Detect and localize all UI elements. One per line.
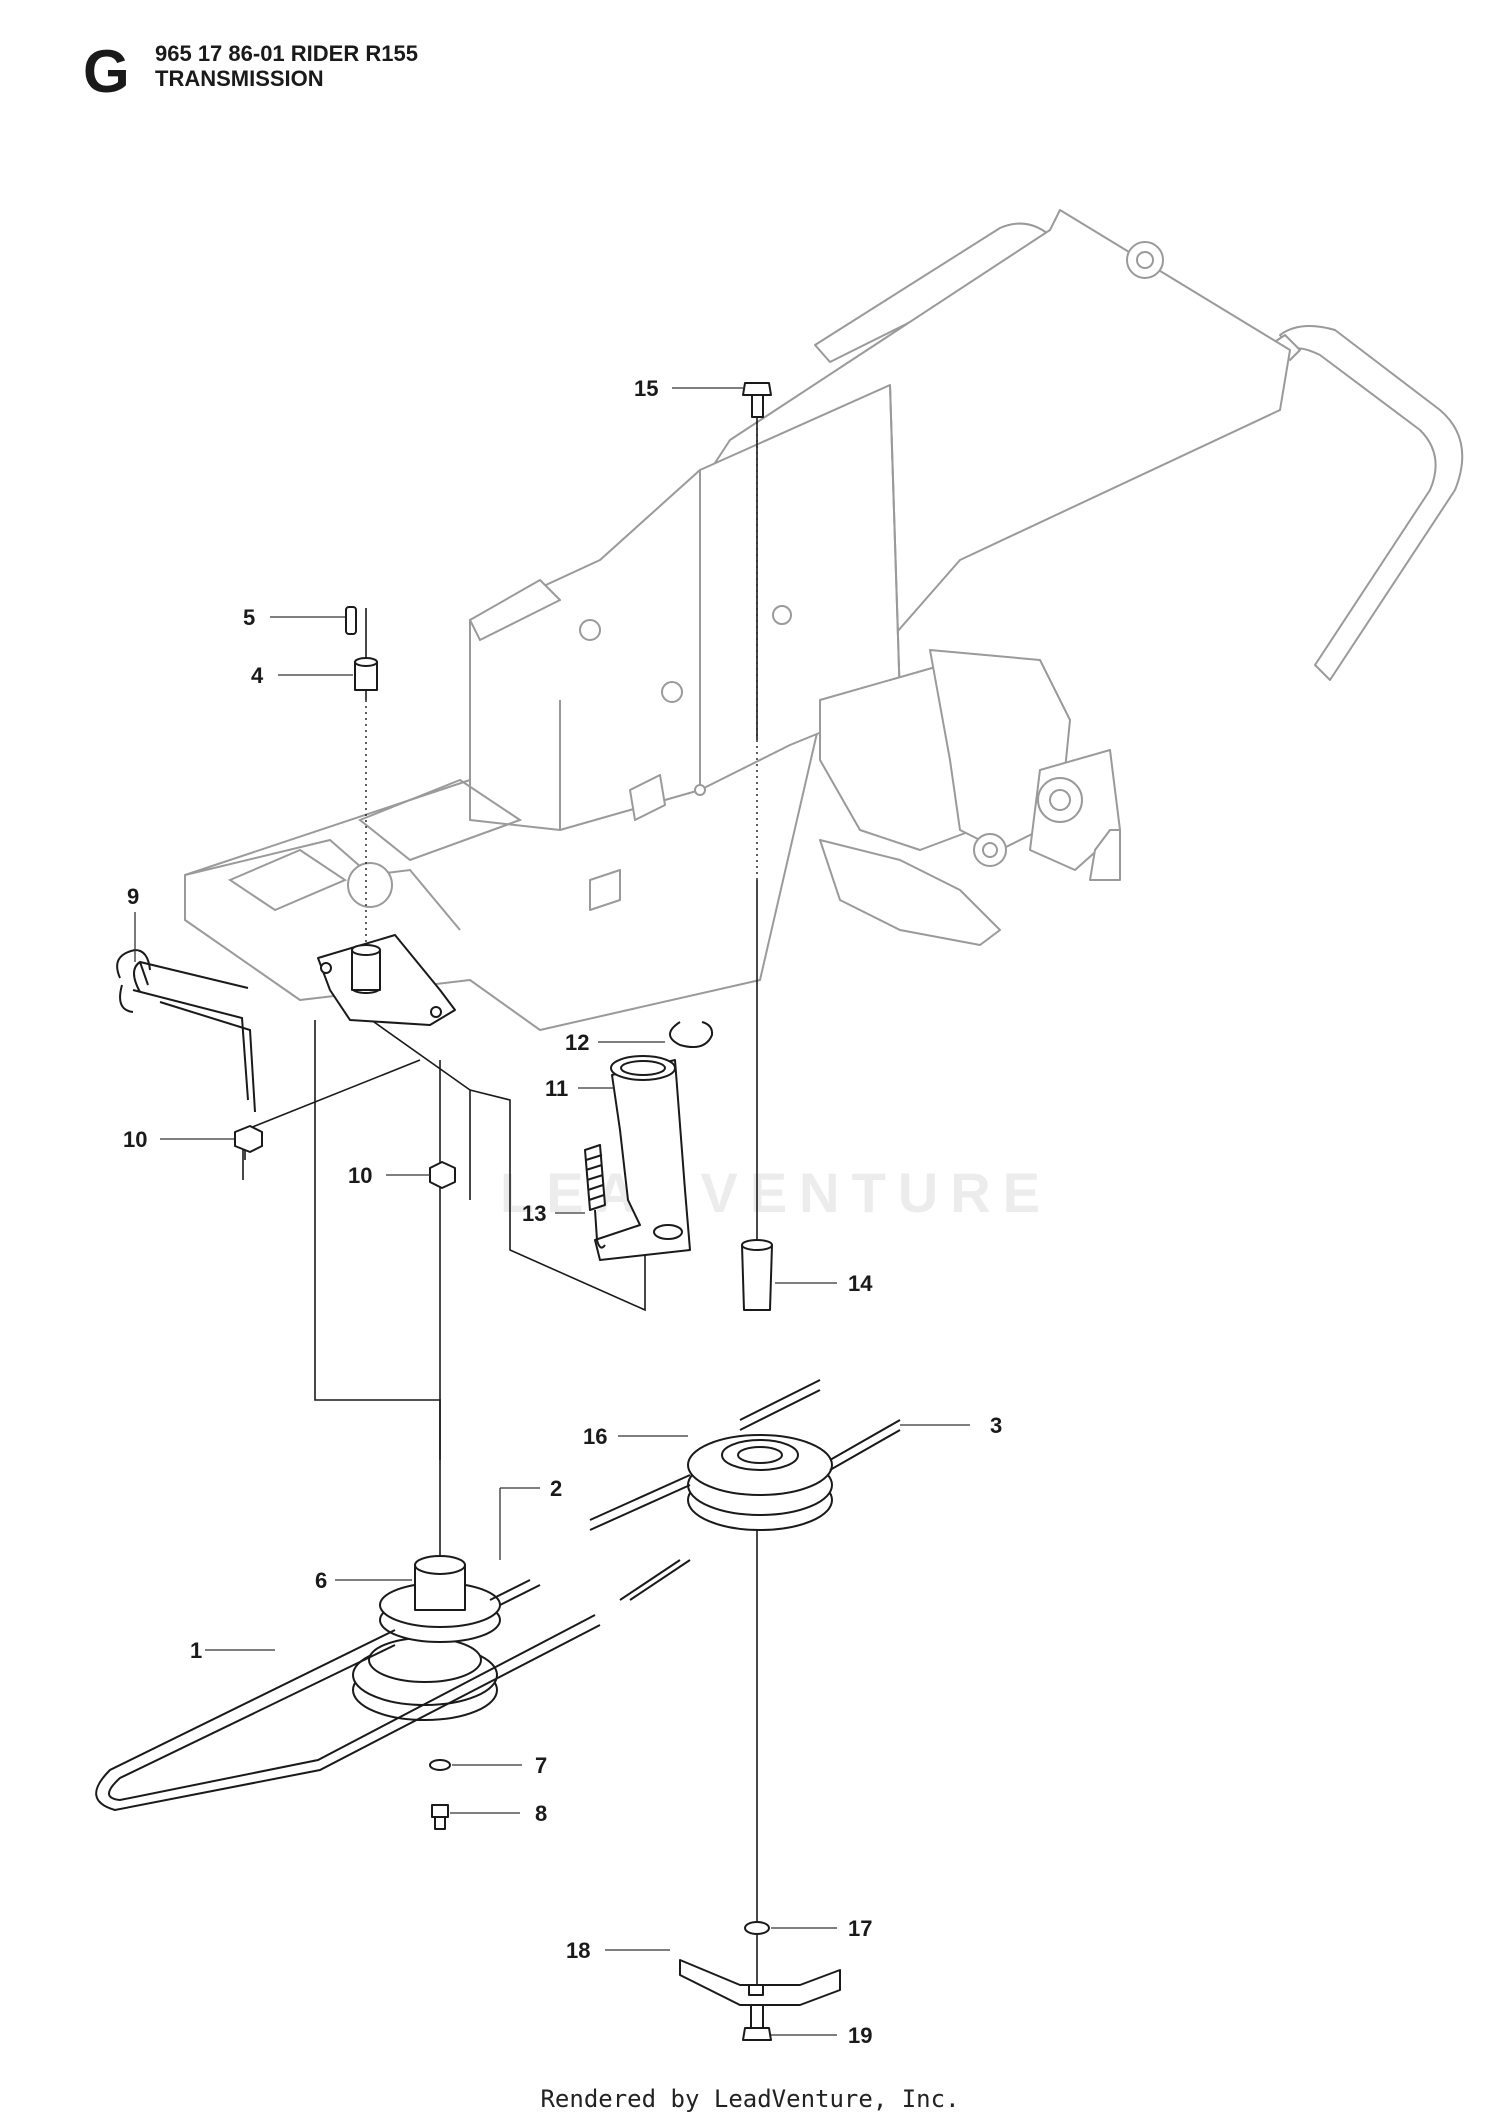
section-title: TRANSMISSION	[155, 66, 324, 91]
part-15-bolt	[742, 382, 772, 418]
callout-leaders	[134, 387, 970, 2036]
callout-1: 1	[190, 1638, 202, 1663]
part-4-bushing	[354, 657, 378, 691]
callout-11: 11	[545, 1076, 568, 1101]
callout-12: 12	[565, 1030, 589, 1055]
callout-17: 17	[848, 1916, 872, 1941]
footer-credit: Rendered by LeadVenture, Inc.	[540, 2085, 960, 2113]
part-14-pin	[741, 1239, 773, 1311]
idler-bracket	[317, 934, 456, 1026]
part-18-plate	[679, 1959, 841, 2006]
part-7-washer	[429, 1759, 451, 1771]
section-letter: G	[83, 38, 130, 105]
callout-5: 5	[243, 605, 255, 630]
callout-10-left: 10	[123, 1127, 147, 1152]
part-17-washer	[744, 1921, 770, 1935]
part-8-bolt	[431, 1804, 449, 1830]
callout-2: 2	[550, 1476, 562, 1501]
part-12-eclip	[669, 1021, 714, 1048]
part-10-nut-left	[234, 1125, 263, 1153]
part-3-belt	[619, 1419, 901, 1601]
callout-8: 8	[535, 1801, 547, 1826]
callout-14: 14	[848, 1271, 873, 1296]
callout-7: 7	[535, 1753, 547, 1778]
part-19-bolt	[742, 2004, 772, 2041]
callout-4: 4	[251, 663, 264, 688]
chassis-frame	[184, 209, 1464, 1031]
part-1-v-belt	[95, 1579, 601, 1812]
callout-10-right: 10	[348, 1163, 372, 1188]
callout-19: 19	[848, 2023, 872, 2048]
callout-18: 18	[566, 1938, 590, 1963]
part-5-key	[345, 606, 357, 635]
part-16-idler-pulley	[687, 1434, 833, 1531]
callout-13: 13	[522, 1201, 546, 1226]
part-13-spring	[584, 1144, 606, 1249]
part-10-nut-right	[429, 1161, 456, 1189]
callout-9: 9	[127, 884, 139, 909]
callout-labels: 15 5 4 9 10 10 12 11 13 14 16 3 2 6 1 7 …	[123, 376, 1002, 2048]
callout-15: 15	[634, 376, 658, 401]
part-6-drive-pulley	[352, 1555, 501, 1721]
callout-16: 16	[583, 1424, 607, 1449]
callout-6: 6	[315, 1568, 327, 1593]
callout-3: 3	[990, 1413, 1002, 1438]
part-9-rod	[116, 948, 256, 1113]
part-2-belt	[589, 1379, 821, 1531]
model-title: 965 17 86-01 RIDER R155	[155, 41, 418, 66]
part-11-idler-arm	[594, 1055, 691, 1261]
